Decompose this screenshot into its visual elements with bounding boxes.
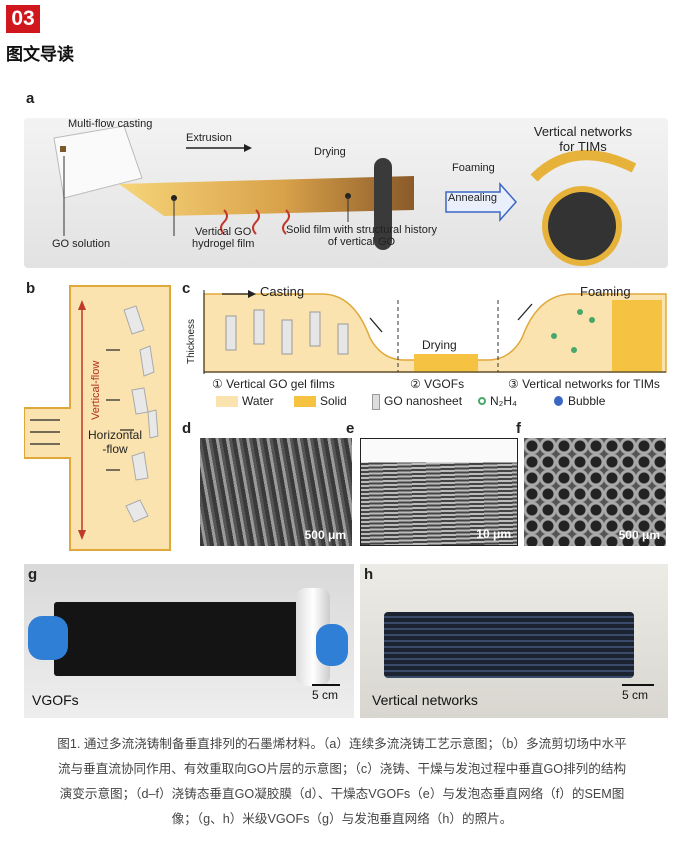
sem-image-d: 500 μm xyxy=(200,438,352,546)
caption-line-1: 图1. 通过多流浇铸制备垂直排列的石墨烯材料。（a）连续多流浇铸工艺示意图；（b… xyxy=(57,737,627,751)
vgofs-label: VGOFs xyxy=(32,692,79,708)
c-foaming-label: Foaming xyxy=(580,284,631,299)
heat-spring-2 xyxy=(252,209,260,235)
section-number-badge: 03 xyxy=(6,5,40,33)
stage3-label: ③ Vertical networks for TIMs xyxy=(508,377,660,391)
structure-evolution-schematic xyxy=(203,290,667,374)
legend-solid-label: Solid xyxy=(320,394,347,408)
panel-a-label: a xyxy=(26,90,35,107)
vgof-film xyxy=(54,602,322,676)
c-drying-label: Drying xyxy=(422,338,457,352)
scale-e: 10 μm xyxy=(476,527,511,541)
scalebar-g xyxy=(312,684,340,686)
panel-g: g VGOFs 5 cm xyxy=(24,564,354,718)
panel-f-label: f xyxy=(516,420,521,437)
panel-b: b Vertical-flow Horizontal xyxy=(24,280,174,560)
thickness-label: Thickness xyxy=(186,318,197,364)
flow-channel-schematic xyxy=(24,285,171,551)
foaming-arrow xyxy=(445,182,518,222)
networks-label: Vertical networks for TIMs xyxy=(533,124,633,154)
legend-solid-swatch xyxy=(294,396,316,407)
scale-g: 5 cm xyxy=(312,688,339,702)
vertical-networks-label: Vertical networks xyxy=(372,692,478,708)
legend-bubble-swatch xyxy=(554,396,563,406)
panel-h-label: h xyxy=(364,566,374,583)
figure: a xyxy=(24,88,668,718)
solid-film-label: Solid film with structural history of ve… xyxy=(286,224,437,248)
legend-water-swatch xyxy=(216,396,238,407)
scale-d: 500 μm xyxy=(304,528,346,542)
panel-d-label: d xyxy=(182,420,192,437)
stage2-label: ② VGOFs xyxy=(410,377,465,391)
legend-n2h4-label: N₂H₄ xyxy=(490,394,517,408)
section-title: 图文导读 xyxy=(6,45,74,64)
figure-caption: 图1. 通过多流浇铸制备垂直排列的石墨烯材料。（a）连续多流浇铸工艺示意图；（b… xyxy=(8,732,676,832)
multi-flow-label: Multi-flow casting xyxy=(68,118,153,130)
sem-image-f: 500 μm xyxy=(524,438,666,546)
right-glove xyxy=(316,624,348,666)
caption-line-2: 流与垂直流协同作用、有效重取向GO片层的示意图；（c）浇铸、干燥与发泡过程中垂直… xyxy=(57,762,627,776)
extrusion-label: Extrusion xyxy=(186,132,232,144)
panel-c: c Casting Foaming Thickness xyxy=(182,280,668,416)
casting-label: Casting xyxy=(260,284,305,299)
panel-b-label: b xyxy=(26,280,36,297)
heat-spring-1 xyxy=(220,209,228,235)
heat-spring-3 xyxy=(282,209,290,235)
network-stack xyxy=(384,612,634,678)
legend-go-swatch xyxy=(372,394,380,410)
drying-roller xyxy=(374,158,392,250)
panel-c-label: c xyxy=(182,280,191,297)
vertical-flow-label: Vertical-flow xyxy=(90,360,102,420)
panel-h: h Vertical networks 5 cm xyxy=(360,564,668,718)
legend-bubble-label: Bubble xyxy=(568,394,606,408)
stage1-label: ① Vertical GO gel films xyxy=(212,377,335,391)
scalebar-h xyxy=(622,684,654,686)
scale-h: 5 cm xyxy=(622,688,649,702)
go-solution-label: GO solution xyxy=(52,238,111,250)
foaming-label: Foaming xyxy=(452,162,495,174)
flow-arrows xyxy=(30,349,134,471)
legend-water-label: Water xyxy=(242,394,274,408)
n2h4-dots xyxy=(551,309,595,353)
legend-go-label: GO nanosheet xyxy=(384,394,463,408)
film-strip xyxy=(119,176,414,216)
hydrogel-label: Vertical GO hydrogel film xyxy=(192,226,255,250)
annealing-label: Annealing xyxy=(448,192,497,204)
process-schematic xyxy=(53,125,637,266)
drying-label: Drying xyxy=(314,146,346,158)
vertical-flow-label-wrap: Vertical-flow xyxy=(90,340,104,430)
casting-head xyxy=(53,125,143,199)
scale-f: 500 μm xyxy=(618,528,660,542)
sem-image-e: 10 μm xyxy=(360,438,518,546)
panel-g-label: g xyxy=(28,566,38,583)
panel-e-label: e xyxy=(346,420,355,437)
go-drop xyxy=(60,146,66,152)
thickness-label-wrap: Thickness xyxy=(186,302,200,372)
go-sheets-gel xyxy=(225,309,349,355)
go-nanosheets xyxy=(123,305,159,523)
panel-a: a xyxy=(24,88,668,268)
horizontal-flow-label: Horizontal -flow xyxy=(88,428,143,456)
caption-line-4: 像；（g、h）米级VGOFs（g）与发泡垂直网络（h）的照片。 xyxy=(171,812,513,826)
caption-line-3: 演变示意图；（d–f）浇铸态垂直GO凝胶膜（d）、干燥态VGOFs（e）与发泡态… xyxy=(59,787,625,801)
left-glove xyxy=(28,616,68,660)
legend-n2h4-swatch xyxy=(478,397,486,405)
